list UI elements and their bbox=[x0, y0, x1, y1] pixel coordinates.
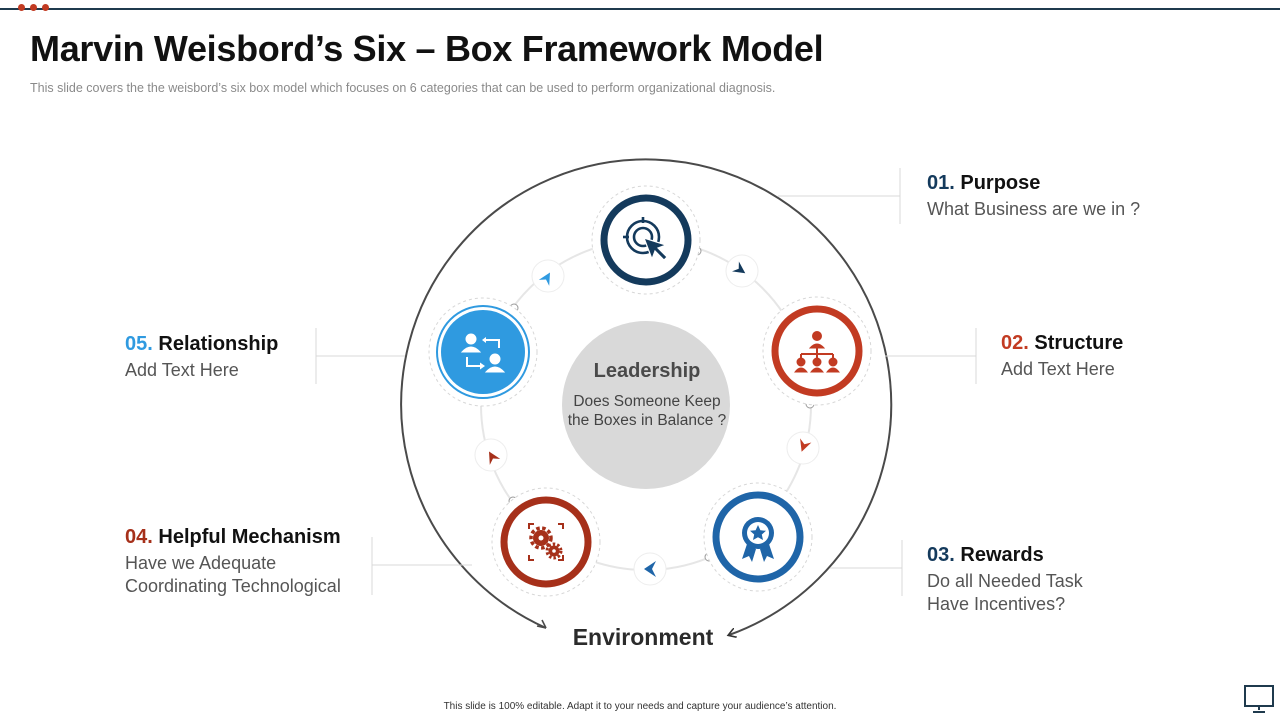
purpose-title: Purpose bbox=[960, 172, 1041, 194]
rewards-number: 03. bbox=[927, 544, 955, 566]
purpose-text: What Business are we in ? bbox=[927, 199, 1141, 219]
environment-label: Environment bbox=[572, 624, 714, 650]
mechanism-text: Have we Adequate Coordinating Technologi… bbox=[125, 553, 341, 596]
leadership-center: Leadership Does Someone Keep the Boxes i… bbox=[565, 360, 729, 430]
chevron-structure-rewards bbox=[786, 431, 820, 465]
relationship-title: Relationship bbox=[158, 333, 279, 355]
leadership-text: Does Someone Keep the Boxes in Balance ? bbox=[567, 393, 727, 429]
relationship-number: 05. bbox=[125, 333, 153, 355]
chevron-mechanism-relationship bbox=[474, 438, 508, 472]
chevron-purpose-structure bbox=[725, 254, 759, 288]
rewards-node bbox=[703, 482, 813, 592]
relationship-label: 05. Relationship Add Text Here bbox=[125, 333, 278, 382]
structure-label: 02. Structure Add Text Here bbox=[1001, 332, 1123, 381]
mechanism-title: Helpful Mechanism bbox=[158, 526, 341, 548]
structure-number: 02. bbox=[1001, 332, 1029, 354]
relationship-text: Add Text Here bbox=[125, 360, 239, 380]
page-title: Marvin Weisbord’s Six – Box Framework Mo… bbox=[30, 28, 824, 69]
rewards-text: Do all Needed Task Have Incentives? bbox=[927, 571, 1083, 614]
structure-title: Structure bbox=[1034, 332, 1124, 354]
connector-lines bbox=[315, 168, 977, 596]
mechanism-node bbox=[491, 487, 601, 597]
page-subtitle: This slide covers the the weisbord’s six… bbox=[30, 81, 776, 95]
structure-text: Add Text Here bbox=[1001, 359, 1115, 379]
leadership-title: Leadership bbox=[593, 360, 701, 382]
gears-icon bbox=[528, 523, 564, 561]
award-badge-icon bbox=[742, 517, 774, 562]
purpose-node bbox=[591, 185, 701, 295]
structure-node bbox=[762, 296, 872, 406]
footer-note: This slide is 100% editable. Adapt it to… bbox=[443, 701, 837, 712]
leadership-circle bbox=[562, 321, 730, 489]
relationship-node bbox=[428, 297, 538, 407]
environment-arc bbox=[400, 158, 893, 635]
purpose-label: 01. Purpose What Business are we in ? bbox=[927, 172, 1140, 221]
presentation-icon[interactable] bbox=[1243, 684, 1275, 714]
chevron-rewards-mechanism bbox=[633, 552, 667, 586]
mechanism-number: 04. bbox=[125, 526, 153, 548]
people-exchange-icon bbox=[460, 333, 506, 373]
purpose-number: 01. bbox=[927, 172, 955, 194]
top-rule bbox=[0, 8, 1280, 10]
org-chart-icon bbox=[793, 331, 841, 373]
chevron-relationship-purpose bbox=[531, 259, 565, 293]
rewards-title: Rewards bbox=[960, 544, 1044, 566]
decorative-dots bbox=[18, 4, 49, 11]
mechanism-label: 04. Helpful Mechanism Have we Adequate C… bbox=[125, 526, 365, 598]
rewards-label: 03. Rewards Do all Needed Task Have Ince… bbox=[927, 544, 1127, 616]
target-cursor-icon bbox=[623, 217, 668, 261]
